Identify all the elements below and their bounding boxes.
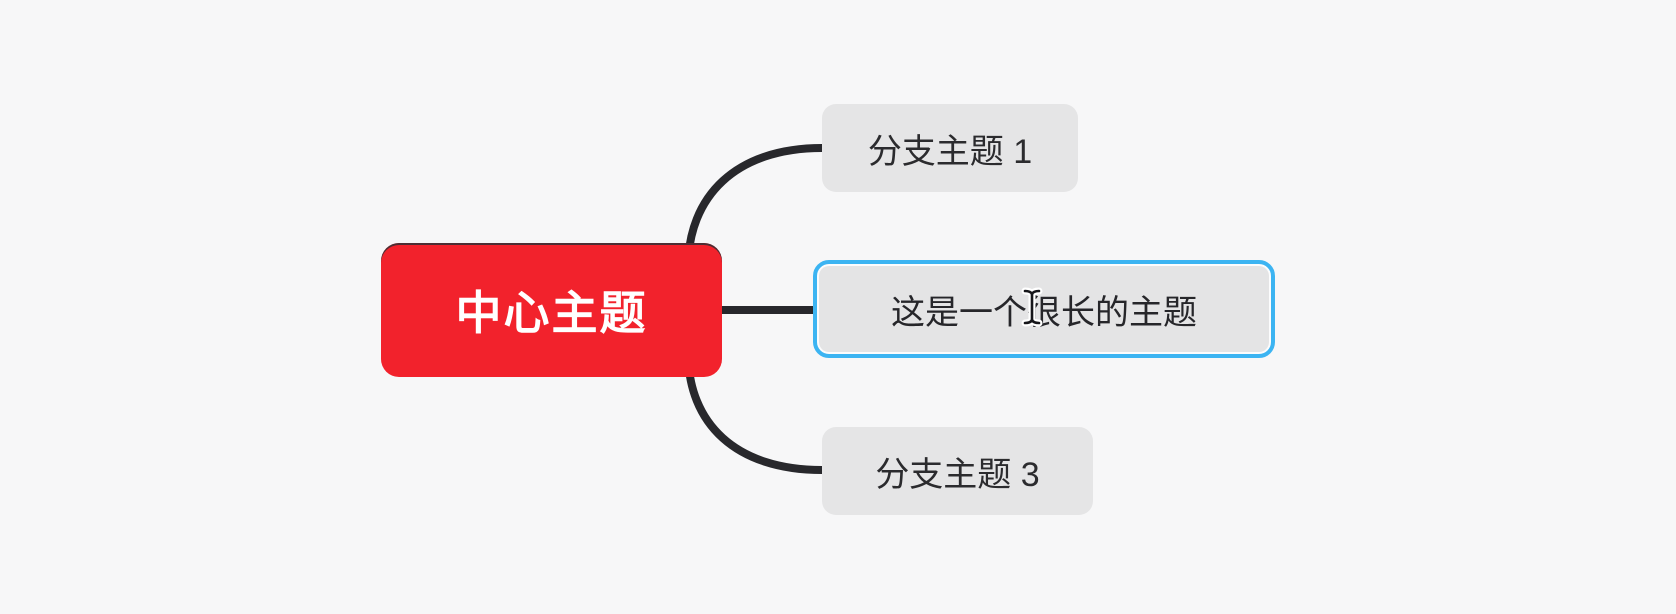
branch-topic-label: 这是一个很长的主题	[891, 293, 1197, 332]
connector-top-branch	[684, 144, 826, 272]
central-topic-node[interactable]: 中心主题	[381, 243, 722, 377]
branch-topic-label: 分支主题 1	[867, 132, 1033, 171]
branch-topic-node-2[interactable]: 这是一个很长的主题	[819, 266, 1269, 352]
branch-topic-node-3[interactable]: 分支主题 3	[822, 427, 1093, 515]
branch-topic-node-2-selection-border[interactable]: 这是一个很长的主题	[813, 260, 1275, 358]
connector-bottom-branch	[684, 348, 826, 474]
branch-topic-node-1[interactable]: 分支主题 1	[822, 104, 1078, 192]
central-topic-label: 中心主题	[455, 287, 648, 339]
branch-topic-label: 分支主题 3	[875, 455, 1040, 494]
